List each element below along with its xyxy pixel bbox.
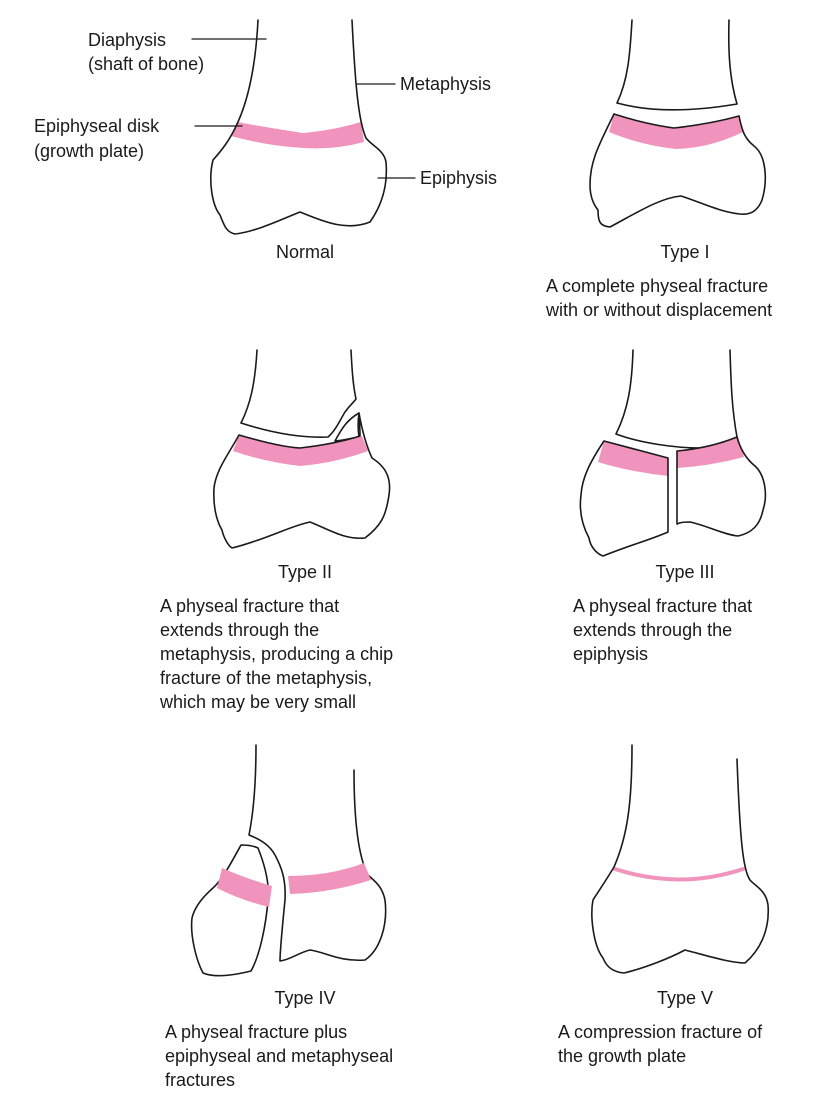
shaft-type-2 (240, 349, 357, 438)
description-type-3: A physeal fracture that extends through … (573, 594, 752, 666)
description-line: extends through the (160, 620, 320, 640)
caption-type-3: Type III (655, 562, 715, 582)
description-line: epiphyseal and metaphyseal (165, 1046, 394, 1066)
caption-type-4: Type IV (274, 988, 336, 1008)
label-metaphysis-text: Metaphysis (400, 74, 492, 94)
bone-outline-type-5 (591, 744, 770, 974)
description-type-2: A physeal fracture that extends through … (160, 594, 393, 714)
main-fragment-type-4 (248, 744, 387, 962)
description-line: A compression fracture of (558, 1022, 763, 1042)
bone-outline-normal (210, 19, 388, 235)
shaft-type-3 (615, 349, 738, 449)
description-line: extends through the (573, 620, 733, 640)
description-line: the growth plate (558, 1046, 687, 1066)
epiphysis-type-2 (213, 412, 391, 549)
epiphysis-type-1 (589, 113, 767, 228)
caption-type-2: Type II (277, 562, 333, 582)
label-diaphysis-line2: (shaft of bone) (88, 54, 205, 74)
description-line: fracture of the metaphysis, (160, 668, 373, 688)
label-diaphysis-sub: (shaft of bone) (88, 52, 204, 76)
bone-type-3 (579, 349, 767, 557)
growth-plate-compressed-type-5 (613, 867, 745, 882)
leader-lines (191, 38, 416, 179)
label-epiphyseal-disk-line1: Epiphyseal disk (34, 116, 160, 136)
bone-type-4 (190, 744, 387, 977)
description-line: A physeal fracture plus (165, 1022, 348, 1042)
description-line: A physeal fracture that (573, 596, 753, 616)
description-line: A complete physeal fracture (546, 276, 769, 296)
label-diaphysis: Diaphysis (88, 28, 166, 52)
bone-type-1 (589, 19, 767, 228)
description-type-4: A physeal fracture plus epiphyseal and m… (165, 1020, 393, 1092)
label-epiphyseal-disk-line2: (growth plate) (34, 141, 145, 161)
label-epiphyseal-disk: Epiphyseal disk (34, 114, 159, 138)
label-metaphysis: Metaphysis (400, 72, 491, 96)
bone-normal (210, 19, 388, 235)
description-line: A physeal fracture that (160, 596, 340, 616)
label-growth-plate: (growth plate) (34, 139, 144, 163)
description-type-5: A compression fracture of the growth pla… (558, 1020, 762, 1068)
label-diaphysis-line1: Diaphysis (88, 30, 167, 50)
label-epiphysis: Epiphysis (420, 166, 497, 190)
description-line: fractures (165, 1070, 236, 1090)
caption-type-5: Type V (656, 988, 714, 1008)
label-epiphysis-text: Epiphysis (420, 168, 498, 188)
description-line: metaphysis, producing a chip (160, 644, 394, 664)
epiphysis-right-fragment-type-3 (676, 436, 767, 537)
epiphysis-left-fragment-type-3 (579, 440, 669, 557)
detached-fragment-type-4 (190, 844, 270, 977)
shaft-type-1 (616, 19, 738, 111)
bone-type-5 (591, 744, 770, 974)
caption-type-1: Type I (660, 242, 710, 262)
description-line: with or without displacement (546, 300, 773, 320)
description-line: epiphysis (573, 644, 649, 664)
caption-normal: Normal (275, 242, 334, 262)
growth-plate-normal (231, 122, 364, 149)
description-type-1: A complete physeal fracture with or with… (546, 274, 772, 322)
bone-type-2 (213, 349, 391, 549)
description-line: which may be very small (160, 692, 357, 712)
